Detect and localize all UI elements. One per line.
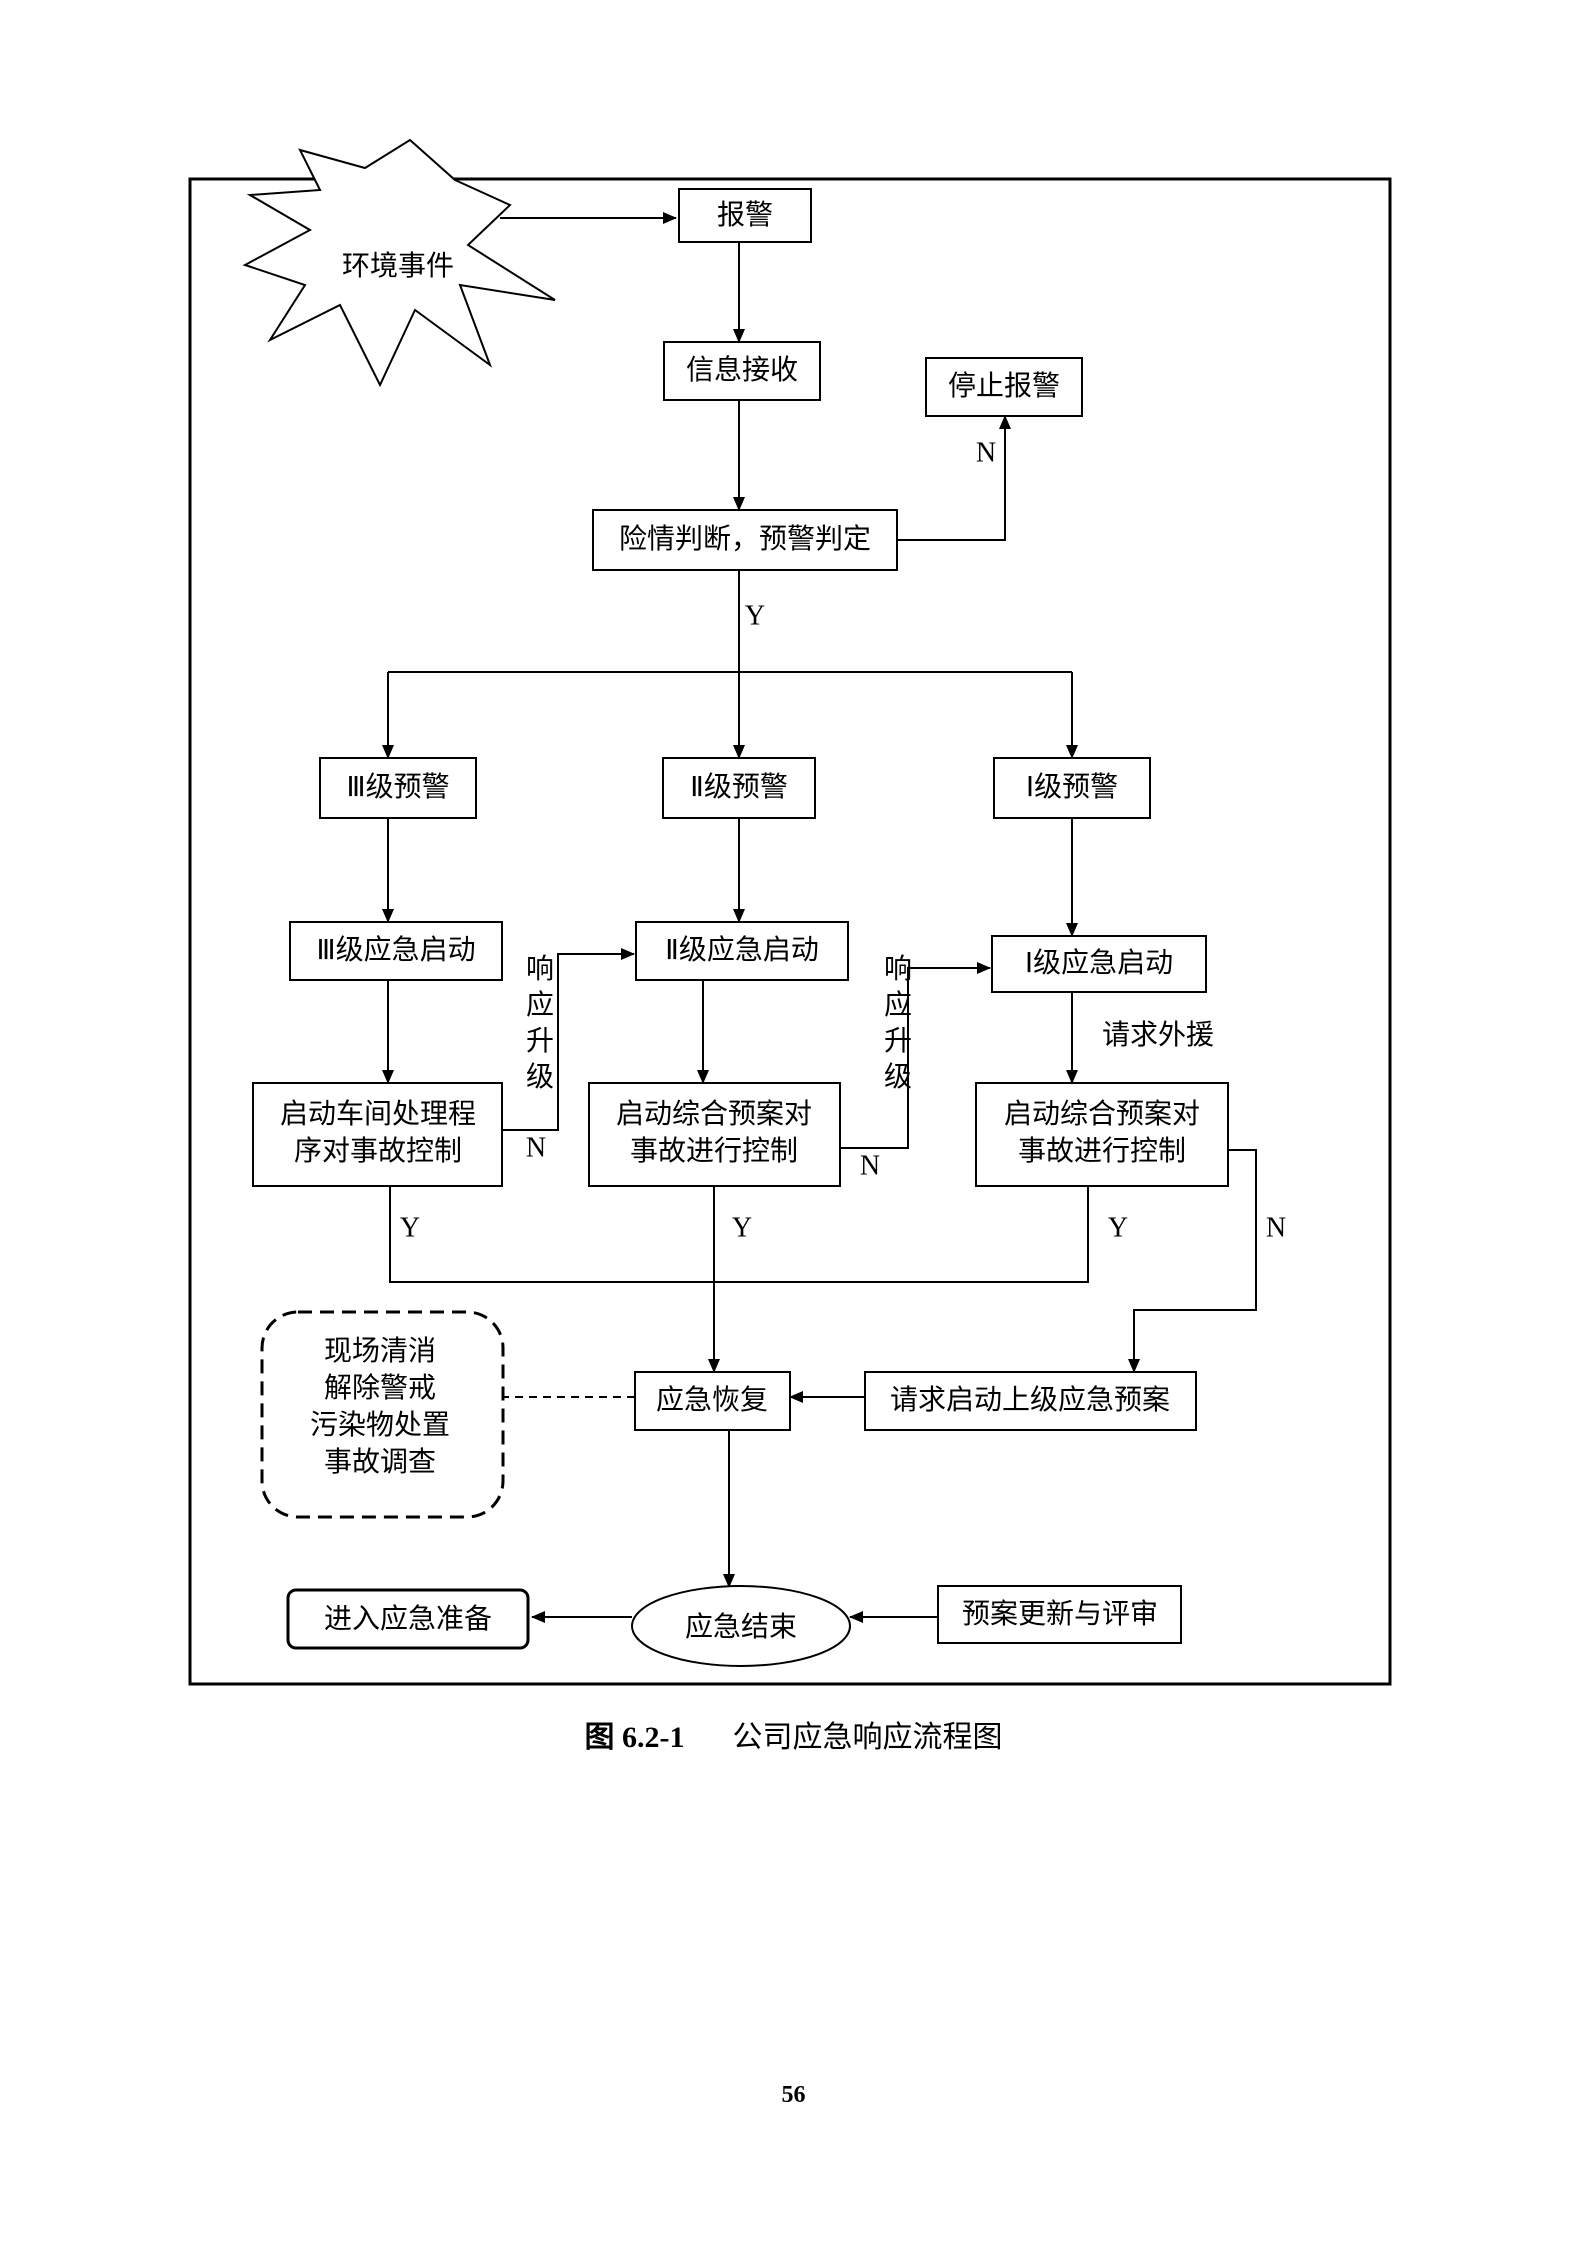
ctrl2-label-line2: 事故进行控制	[630, 1134, 798, 1167]
ctrl1-label-line2: 事故进行控制	[1018, 1134, 1186, 1167]
label-judge-yes: Y	[745, 600, 765, 631]
alarm-label: 报警	[717, 198, 773, 231]
node-warn1	[993, 757, 1151, 819]
label-ctrl1-no: N	[1266, 1212, 1286, 1243]
ctrl3-label-line2: 序对事故控制	[294, 1134, 462, 1167]
node-end	[631, 1585, 851, 1667]
node-judge	[592, 509, 898, 571]
request-upper-label: 请求启动上级应急预案	[890, 1383, 1170, 1416]
label-ctrl2-yes: Y	[732, 1212, 752, 1243]
figure-caption: 图 6.2-1 公司应急响应流程图	[0, 1712, 1587, 1756]
edge-judge-stop	[897, 415, 1011, 541]
node-start3	[289, 921, 503, 981]
ctrl2-label-line1: 启动综合预案对	[616, 1097, 812, 1130]
upgrade-b-char4: 级	[884, 1060, 912, 1093]
label-ctrl3-yes: Y	[400, 1212, 420, 1243]
node-warn3	[319, 757, 477, 819]
node-request-upper	[864, 1371, 1197, 1431]
node-recovery	[634, 1371, 791, 1431]
start1-label: Ⅰ级应急启动	[1025, 946, 1173, 979]
node-alarm	[678, 188, 812, 243]
node-ctrl3	[252, 1082, 503, 1187]
cleanup-line3: 污染物处置	[310, 1408, 450, 1441]
enter-prep-label: 进入应急准备	[324, 1602, 492, 1635]
ctrl1-label-line1: 启动综合预案对	[1004, 1097, 1200, 1130]
upgrade-a-char4: 级	[526, 1060, 554, 1093]
warn2-label: Ⅱ级预警	[690, 770, 788, 803]
node-ctrl2	[588, 1082, 841, 1187]
external-help-label: 请求外援	[1102, 1018, 1214, 1051]
figure-title: 公司应急响应流程图	[732, 1720, 1003, 1755]
judge-label: 险情判断，预警判定	[619, 522, 871, 555]
receive-label: 信息接收	[686, 353, 798, 386]
label-ctrl2-no: N	[860, 1150, 880, 1181]
update-review-label: 预案更新与评审	[962, 1597, 1158, 1630]
node-ctrl1	[975, 1082, 1229, 1187]
upgrade-a-char2: 应	[526, 988, 554, 1021]
upgrade-b-char2: 应	[884, 988, 912, 1021]
start3-label: Ⅲ级应急启动	[316, 933, 475, 966]
node-update-review	[937, 1585, 1182, 1644]
upgrade-b-char3: 升	[884, 1024, 912, 1057]
recovery-label: 应急恢复	[656, 1383, 768, 1416]
page-number: 56	[781, 2082, 806, 2108]
upgrade-b-char1: 响	[884, 952, 912, 985]
label-judge-no: N	[976, 437, 996, 468]
ctrl3-label-line1: 启动车间处理程	[280, 1097, 476, 1130]
event-label: 环境事件	[342, 249, 454, 282]
warn1-label: Ⅰ级预警	[1026, 770, 1118, 803]
cleanup-line1: 现场清消	[324, 1334, 436, 1367]
label-ctrl1-yes: Y	[1108, 1212, 1128, 1243]
edge-upgrade-3-to-2	[502, 948, 635, 1131]
cleanup-line2: 解除警戒	[324, 1371, 436, 1404]
node-receive	[663, 341, 821, 401]
node-enter-prep	[286, 1588, 530, 1650]
end-label: 应急结束	[685, 1610, 797, 1643]
edge-ctrl1-request	[1128, 1149, 1257, 1373]
figure-number: 图 6.2-1	[584, 1721, 685, 1754]
upgrade-a-char3: 升	[526, 1024, 554, 1057]
edge-ctrl3-merge	[389, 1186, 1089, 1283]
node-start1	[991, 935, 1207, 993]
start2-label: Ⅱ级应急启动	[665, 933, 819, 966]
node-stop-alarm	[925, 357, 1083, 417]
label-ctrl3-no: N	[526, 1132, 546, 1163]
upgrade-a-char1: 响	[526, 952, 554, 985]
node-cleanup	[260, 1310, 505, 1519]
node-warn2	[662, 757, 816, 819]
cleanup-line4: 事故调查	[324, 1445, 436, 1478]
diagram-frame	[188, 177, 1392, 1686]
edge-upgrade-2-to-1	[840, 962, 991, 1149]
stop-alarm-label: 停止报警	[948, 369, 1060, 402]
event-starburst	[242, 138, 556, 388]
node-start2	[635, 921, 849, 981]
warn3-label: Ⅲ级预警	[346, 770, 449, 803]
